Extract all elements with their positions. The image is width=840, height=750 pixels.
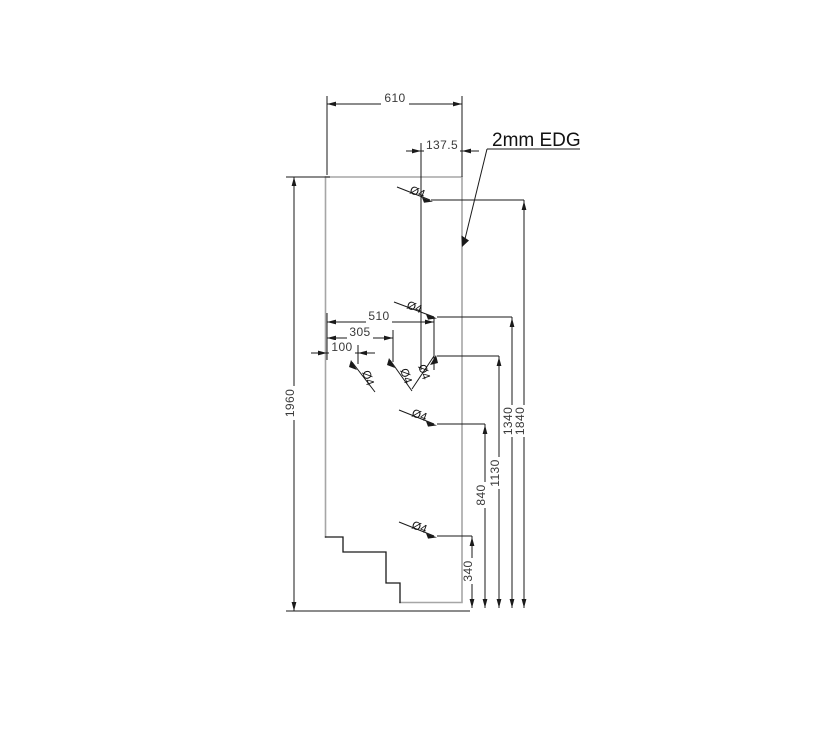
panel-outline (324, 176, 463, 604)
dim-610-label: 610 (384, 91, 405, 105)
hole-4-leader (389, 359, 413, 392)
arrow-610-left (327, 101, 336, 107)
dimension-100-group: 100 (311, 340, 375, 364)
dim-510-label: 510 (368, 309, 389, 323)
arrow-137-5-left (412, 148, 421, 154)
dimension-1840-group: 1840 (513, 200, 531, 608)
arrow-100-right (358, 350, 367, 356)
hole-callout-4-group: Ø4 (387, 358, 414, 392)
dim-1130-label: 1130 (488, 459, 502, 486)
panel-step-profile-group (324, 536, 401, 604)
hole-6-arrowhead (426, 421, 437, 427)
hole-3-arrowhead (349, 360, 357, 370)
hole-callout-2-group: Ø4 (393, 300, 512, 320)
dim-1340-text-bg (505, 405, 519, 437)
dimension-1130-group: 1130 (488, 356, 506, 608)
dimension-1340-group: 1340 (501, 317, 519, 608)
hole-2-leader (393, 301, 435, 318)
dim-1840-text-bg (517, 405, 531, 437)
dimension-305-group: 305 (327, 325, 394, 362)
dim-1840-label: 1840 (513, 407, 527, 435)
dimension-840-group: 840 (474, 424, 492, 608)
note-leader-line (463, 148, 488, 244)
hole-callout-5-label: Ø4 (415, 363, 432, 382)
part-outline-group (324, 176, 463, 604)
hole-7-arrowhead (426, 533, 437, 539)
hole-callout-7-group: Ø4 (398, 520, 472, 539)
hole-7-leader (398, 521, 435, 537)
dim-510-text-bg (366, 309, 392, 323)
arrow-305-right (384, 335, 393, 341)
hole-callout-2-label: Ø4 (405, 300, 424, 317)
hole-1-arrowhead (422, 197, 433, 203)
arrow-1960-top (291, 177, 297, 186)
arrow-840-top (482, 425, 488, 434)
hole-3-leader (351, 361, 376, 393)
arrow-1840-top (521, 201, 527, 210)
arrow-1340-top (509, 318, 515, 327)
hole-6-leader (398, 409, 435, 425)
dimension-1960-group: 1960 (283, 176, 470, 612)
dim-305-label: 305 (349, 325, 370, 339)
hole-callout-6-group: Ø4 (398, 408, 485, 427)
dim-1340-label: 1340 (501, 407, 515, 435)
dimension-610-group: 610 (326, 91, 463, 175)
hole-callout-1-group: Ø4 (396, 185, 524, 203)
dim-137-5-text-bg (424, 138, 460, 152)
note-leader-arrowhead (461, 235, 469, 247)
hole-5-arrowhead (430, 355, 438, 365)
hole-callout-7-label: Ø4 (410, 520, 429, 537)
hole-2-arrowhead (426, 314, 437, 320)
dim-100-label: 100 (331, 340, 352, 354)
dim-340-label: 340 (461, 560, 475, 581)
arrow-100-left (318, 350, 327, 356)
dim-100-text-bg (329, 340, 355, 354)
arrow-1130-bottom (496, 599, 502, 608)
hole-5-leader (411, 355, 435, 390)
dimension-340-group: 340 (461, 536, 479, 608)
hole-callout-1-label: Ø4 (408, 185, 427, 202)
arrow-610-right (453, 101, 462, 107)
hole-callout-3-label: Ø4 (359, 369, 376, 388)
arrow-510-left (327, 319, 336, 325)
arrow-305-left (327, 335, 336, 341)
arrow-510-right (425, 319, 434, 325)
dim-137-5-label: 137.5 (426, 138, 458, 152)
arrow-1840-bottom (521, 599, 527, 608)
arrow-840-bottom (482, 599, 488, 608)
dim-840-label: 840 (474, 484, 488, 505)
hole-1-leader (396, 186, 431, 201)
dim-305-text-bg (347, 325, 373, 339)
panel-step-profile (324, 536, 401, 604)
edge-band-note-label: 2mm EDG (492, 130, 581, 151)
dim-840-text-bg (478, 482, 492, 508)
arrow-340-bottom (469, 599, 475, 608)
hole-callout-3-group: Ø4 (349, 360, 376, 393)
dimension-137-5-group: 137.5 (406, 138, 479, 370)
arrow-340-top (469, 537, 475, 546)
dim-1960-label: 1960 (283, 389, 297, 417)
hole-callout-5-group: Ø4 (411, 355, 499, 390)
dim-340-text-bg (465, 558, 479, 584)
arrow-137-5-right (462, 148, 471, 154)
hole-callout-6-label: Ø4 (410, 408, 429, 425)
arrow-1130-top (496, 357, 502, 366)
dim-610-text-bg (381, 91, 409, 105)
hole-4-arrowhead (387, 358, 395, 368)
dim-1960-text-bg (287, 386, 301, 420)
dimension-510-group: 510 (326, 309, 435, 370)
arrow-1340-bottom (509, 599, 515, 608)
edge-band-note-group: 2mm EDG (461, 130, 581, 247)
dim-1130-text-bg (492, 457, 506, 489)
arrow-1960-bottom (291, 602, 297, 611)
hole-callout-4-label: Ø4 (397, 367, 414, 386)
